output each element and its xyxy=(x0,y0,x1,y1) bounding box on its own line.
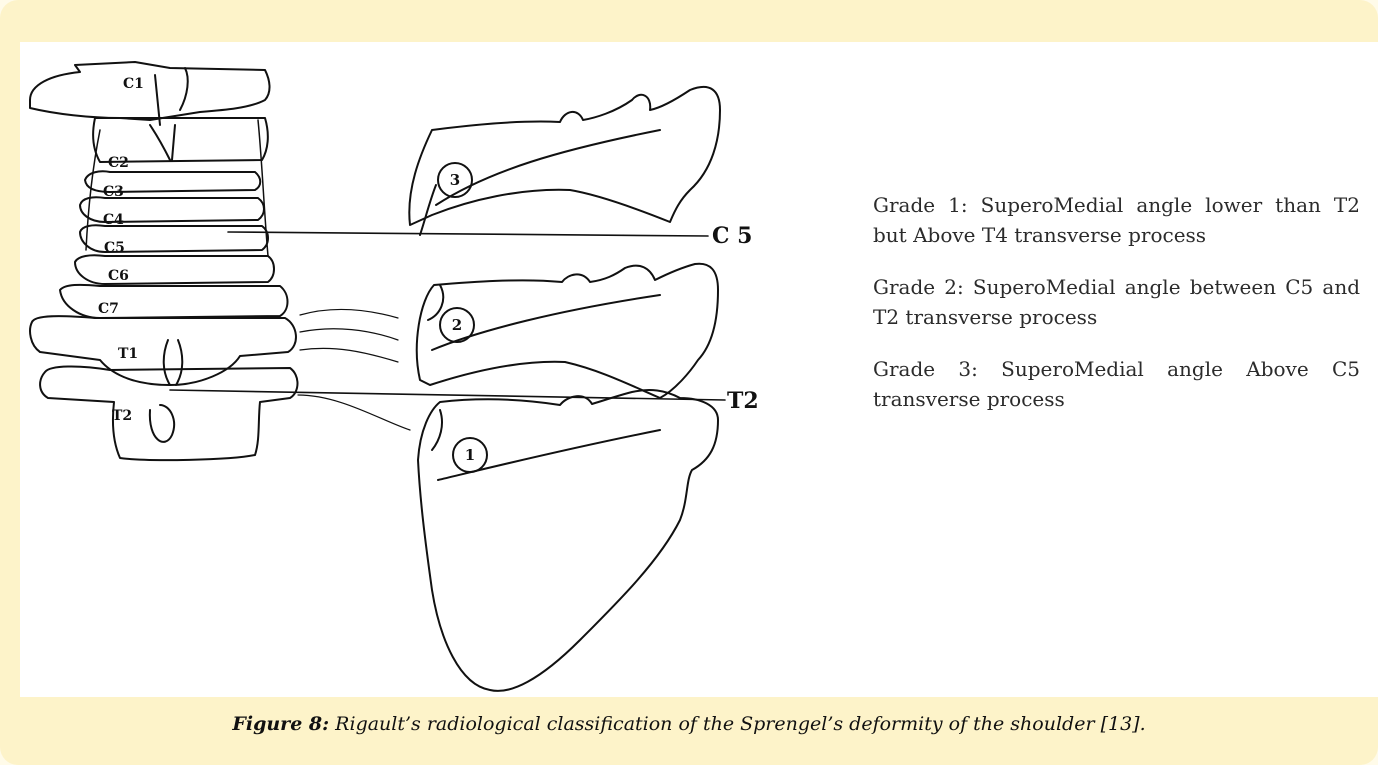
label-t2: T2 xyxy=(112,408,132,424)
marker-3: 3 xyxy=(450,171,460,189)
c1-vertebra xyxy=(30,62,270,120)
grade-1-text: Grade 1: SuperoMedial angle lower than T… xyxy=(873,190,1360,250)
label-c6: C6 xyxy=(108,268,129,284)
c6-vertebra xyxy=(75,255,274,284)
label-c3: C3 xyxy=(103,184,124,200)
label-c7: C7 xyxy=(98,301,119,317)
scapula-grade-3 xyxy=(409,87,720,225)
caption-text: Rigault’s radiological classification of… xyxy=(329,713,1145,735)
grade-3-text: Grade 3: SuperoMedial angle Above C5 tra… xyxy=(873,354,1360,414)
label-c5: C5 xyxy=(104,240,125,256)
scapula-grade-1 xyxy=(418,390,718,691)
label-c4: C4 xyxy=(103,212,124,228)
label-c2: C2 xyxy=(108,155,129,171)
grade-descriptions: Grade 1: SuperoMedial angle lower than T… xyxy=(873,190,1360,436)
marker-2: 2 xyxy=(452,316,462,334)
c5-level-line xyxy=(228,232,708,236)
c7-vertebra xyxy=(60,285,288,318)
level-label-c5: C 5 xyxy=(712,223,752,249)
caption-label: Figure 8: xyxy=(232,713,329,735)
marker-1: 1 xyxy=(465,446,475,464)
t1-vertebra xyxy=(30,316,296,385)
grade-2-text: Grade 2: SuperoMedial angle between C5 a… xyxy=(873,272,1360,332)
figure-caption: Figure 8: Rigault’s radiological classif… xyxy=(0,713,1378,735)
t2-level-line xyxy=(170,390,725,400)
t2-vertebra xyxy=(40,366,297,460)
level-label-t2: T2 xyxy=(727,388,759,414)
label-c1: C1 xyxy=(123,76,144,92)
label-t1: T1 xyxy=(118,346,138,362)
